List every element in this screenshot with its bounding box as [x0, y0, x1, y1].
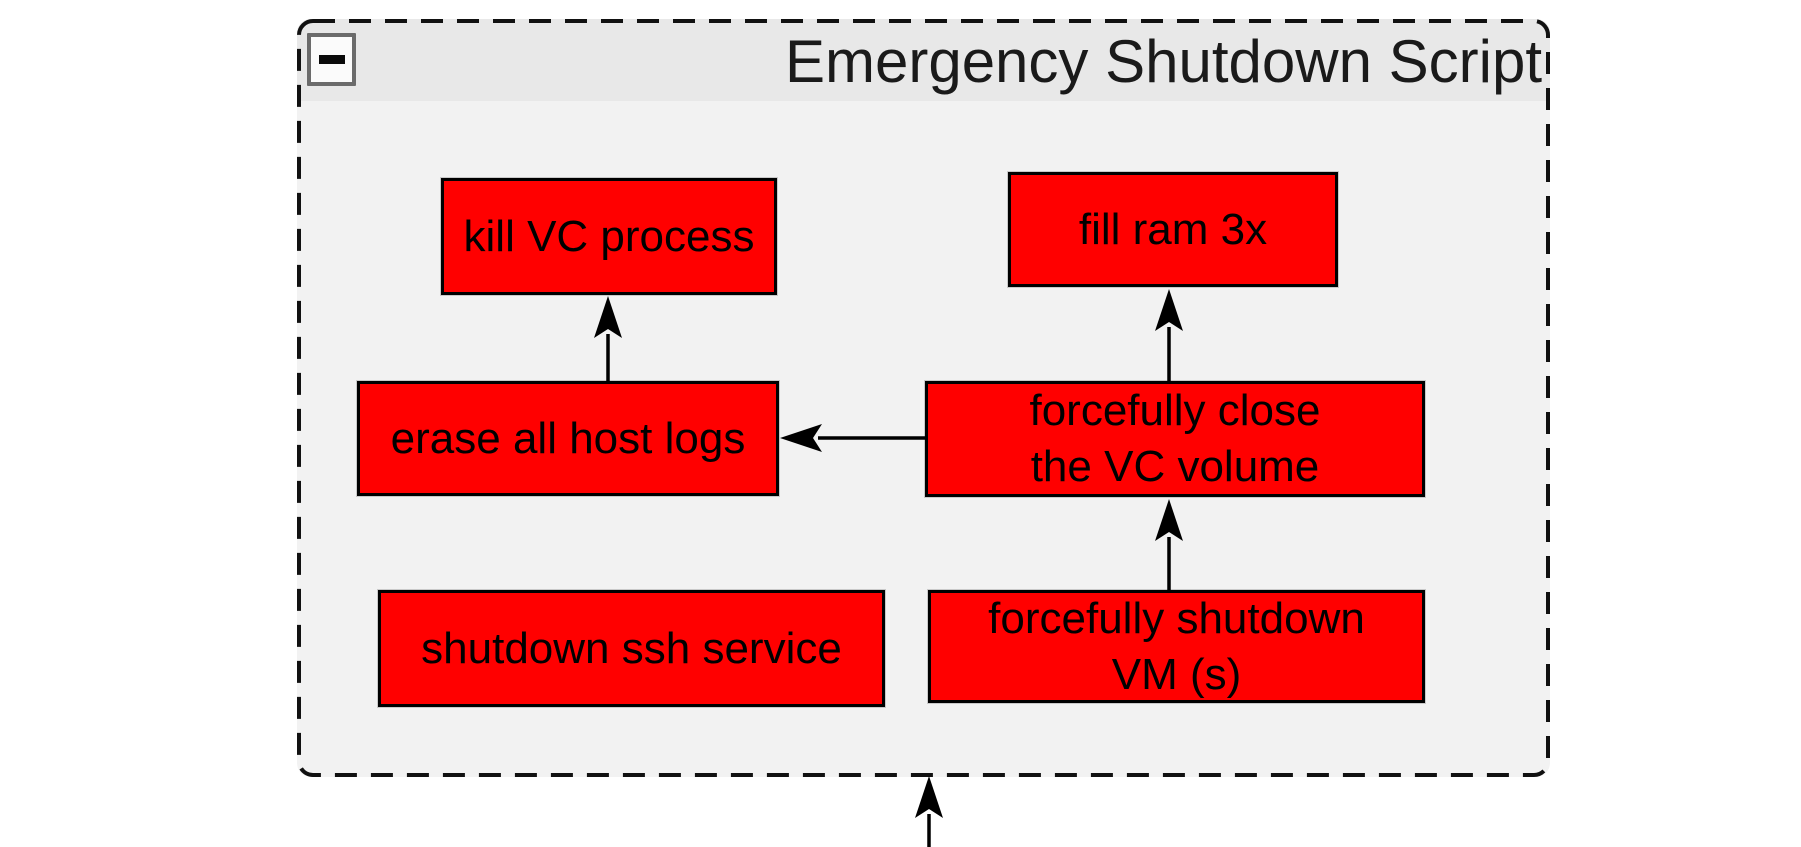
node-label: shutdown ssh service	[421, 623, 842, 673]
node-forcefully-close-the-vc-volume[interactable]: forcefully close the VC volume	[925, 381, 1425, 497]
node-label-line1: forcefully shutdown	[988, 593, 1365, 643]
edge-offscreen-to-group	[915, 776, 943, 847]
node-label-line1: forcefully close	[1029, 386, 1321, 435]
group-title: Emergency Shutdown Script	[784, 28, 1542, 95]
node-label-line2: the VC volume	[1030, 442, 1320, 491]
node-forcefully-shutdown-vms[interactable]: forcefully shutdown VM (s)	[928, 590, 1425, 703]
node-fill-ram-3x[interactable]: fill ram 3x	[1008, 172, 1338, 287]
node-label-line2: VM (s)	[1111, 649, 1242, 699]
node-label: fill ram 3x	[1078, 204, 1268, 254]
minus-icon	[318, 55, 345, 64]
collapse-button[interactable]	[307, 33, 356, 86]
node-shutdown-ssh-service[interactable]: shutdown ssh service	[378, 590, 885, 707]
node-kill-vc-process[interactable]: kill VC process	[441, 178, 777, 295]
node-label: kill VC process	[463, 211, 755, 261]
node-erase-all-host-logs[interactable]: erase all host logs	[357, 381, 779, 496]
group-header[interactable]: Emergency Shutdown Script	[297, 19, 1550, 101]
node-label: erase all host logs	[390, 413, 746, 463]
